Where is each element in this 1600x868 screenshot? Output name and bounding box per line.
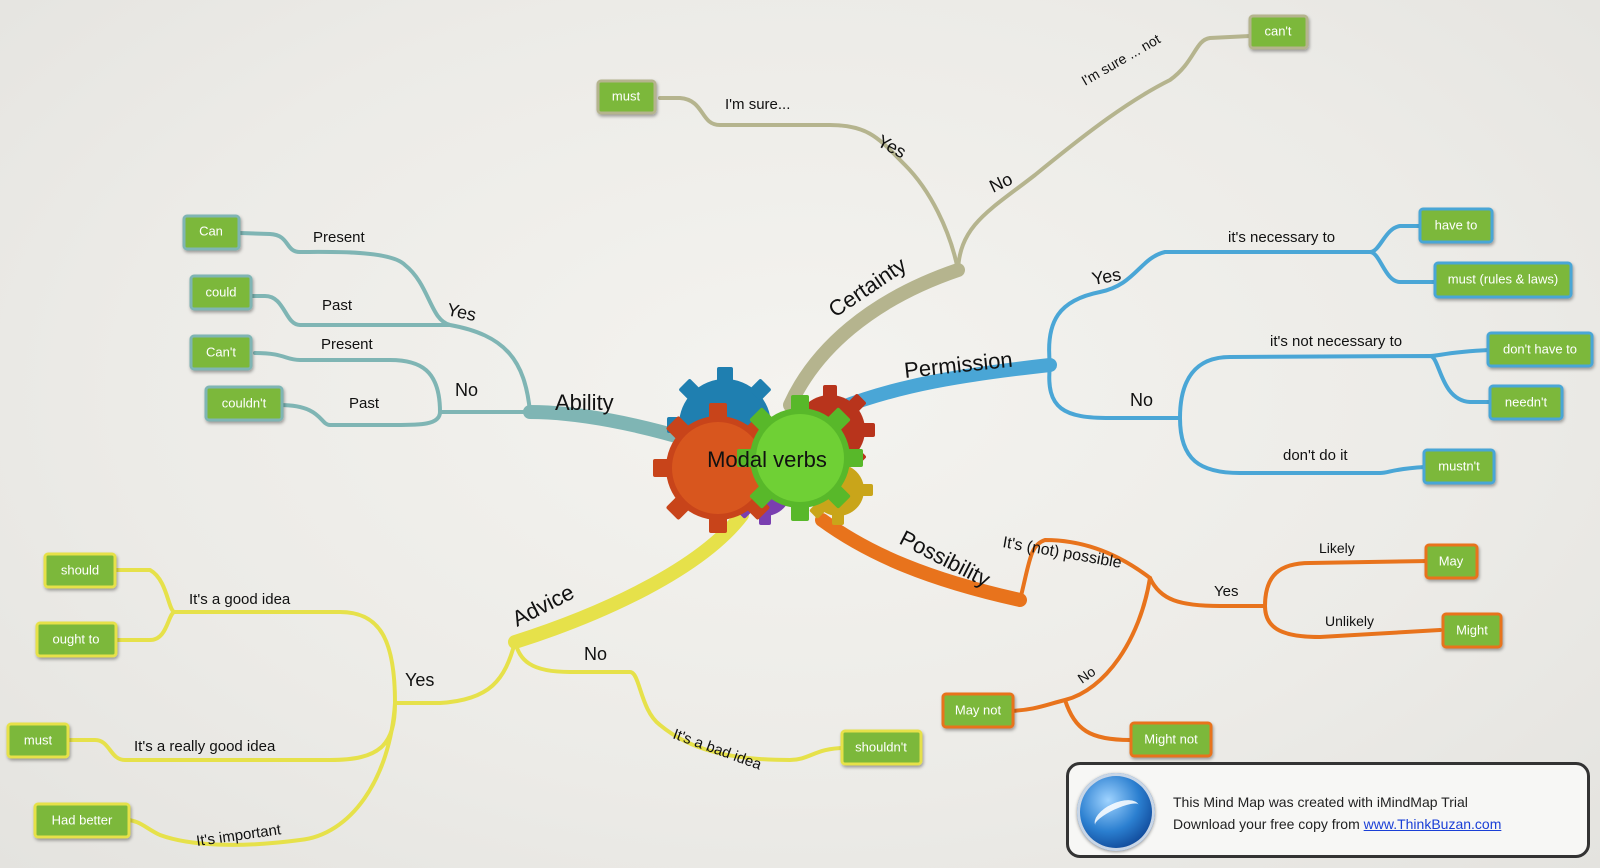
box-might-not: Might not [1129, 721, 1213, 758]
ability-present-no: Present [321, 336, 374, 353]
svg-text:Might not: Might not [1144, 731, 1198, 746]
svg-text:have to: have to [1435, 217, 1478, 232]
certainty-trunk [783, 263, 965, 412]
svg-text:could: could [205, 284, 236, 299]
ability-branch: Ability Yes No Present Past Present Past… [182, 214, 697, 447]
box-might: Might [1441, 612, 1503, 649]
advice-good-idea: It's a good idea [189, 591, 291, 608]
svg-text:Can: Can [199, 223, 223, 238]
advice-branch: Advice Yes No It's a good idea It's a re… [6, 508, 923, 850]
possibility-yes-line [1148, 559, 1442, 639]
possibility-sub-line [1018, 538, 1152, 602]
certainty-no-phrase: I'm sure ... not [1079, 31, 1164, 89]
ability-past-no: Past [349, 395, 380, 412]
permission-no-label: No [1130, 390, 1153, 410]
ability-present-yes: Present [313, 229, 366, 246]
ability-yes-line [238, 231, 532, 414]
box-must-advice: must [6, 722, 70, 759]
svg-text:should: should [61, 562, 99, 577]
ability-yes-label: Yes [445, 299, 478, 325]
svg-text:must (rules & laws): must (rules & laws) [1448, 271, 1559, 286]
banner-line-1: This Mind Map was created with iMindMap … [1173, 794, 1468, 810]
permission-no-phrase-1: it's not necessary to [1270, 333, 1402, 350]
box-ought-to: ought to [35, 621, 118, 658]
possibility-no-line [1008, 576, 1152, 742]
banner-line-2-prefix: Download your free copy from [1173, 816, 1364, 832]
permission-yes-phrase: it's necessary to [1228, 229, 1335, 246]
banner-line-2: Download your free copy from www.ThinkBu… [1173, 813, 1501, 835]
svg-text:Can't: Can't [206, 344, 236, 359]
svg-text:couldn't: couldn't [222, 395, 267, 410]
permission-no-phrase-2: don't do it [1283, 447, 1348, 464]
permission-yes-line [1047, 224, 1442, 367]
certainty-branch: Certainty Yes No I'm sure... I'm sure ..… [596, 14, 1309, 412]
svg-text:Had better: Had better [52, 812, 113, 827]
ability-no-line [253, 351, 532, 427]
box-can: Can [182, 214, 241, 251]
box-could: could [189, 274, 253, 311]
possibility-trunk [815, 513, 1027, 607]
svg-text:May not: May not [955, 702, 1002, 717]
box-neednt: needn't [1488, 384, 1564, 421]
box-dont-have-to: don't have to [1486, 331, 1594, 368]
box-mustnt: mustn't [1422, 448, 1496, 485]
box-may: May [1424, 543, 1479, 580]
box-couldnt: couldn't [204, 385, 284, 422]
advice-yes-label: Yes [405, 670, 434, 690]
advice-no-label: No [584, 644, 607, 664]
box-have-to: have to [1418, 207, 1494, 244]
box-cant-certainty: can't [1248, 14, 1309, 50]
svg-text:don't have to: don't have to [1503, 341, 1577, 356]
svg-text:May: May [1439, 553, 1464, 568]
box-shouldnt: shouldn't [840, 729, 923, 766]
advice-yes-line [63, 568, 517, 847]
certainty-yes-line [658, 96, 960, 272]
svg-text:needn't: needn't [1505, 394, 1548, 409]
svg-text:shouldn't: shouldn't [855, 739, 907, 754]
svg-text:can't: can't [1264, 23, 1291, 38]
advice-bad-idea: It's a bad idea [671, 726, 765, 774]
gear-green [737, 395, 863, 521]
svg-text:mustn't: mustn't [1438, 458, 1480, 473]
box-cant-ability: Can't [189, 334, 253, 371]
svg-text:ought to: ought to [53, 631, 100, 646]
svg-text:must: must [24, 732, 53, 747]
certainty-no-line [956, 34, 1252, 272]
ability-no-label: No [455, 380, 478, 400]
possibility-likely: Likely [1319, 540, 1355, 556]
center-gears: Modal verbs [653, 367, 875, 533]
ability-trunk [523, 405, 697, 447]
advice-trunk [508, 508, 749, 649]
box-must-rules: must (rules & laws) [1433, 261, 1573, 299]
ability-label: Ability [555, 390, 614, 415]
center-title: Modal verbs [707, 447, 827, 472]
permission-branch: Permission Yes No it's necessary to it's… [833, 207, 1594, 485]
permission-no-line [1047, 348, 1502, 475]
banner-text: This Mind Map was created with iMindMap … [1173, 791, 1501, 835]
ability-past-yes: Past [322, 297, 353, 314]
svg-text:must: must [612, 88, 641, 103]
trial-banner: This Mind Map was created with iMindMap … [1066, 762, 1590, 858]
possibility-unlikely: Unlikely [1325, 613, 1374, 629]
possibility-branch: Possibility It's (not) possible Yes No L… [815, 513, 1503, 758]
advice-no-line [513, 640, 847, 762]
box-must-certainty: must [596, 79, 657, 115]
certainty-yes-phrase: I'm sure... [725, 96, 790, 113]
certainty-yes-label: Yes [874, 131, 909, 162]
svg-text:Might: Might [1456, 622, 1488, 637]
possibility-yes-label: Yes [1214, 583, 1238, 600]
imindmap-logo-icon [1077, 773, 1155, 851]
box-had-better: Had better [33, 802, 131, 839]
box-may-not: May not [941, 692, 1015, 729]
advice-really-good-idea: It's a really good idea [134, 738, 276, 755]
thinkbuzan-link[interactable]: www.ThinkBuzan.com [1363, 816, 1502, 832]
box-should: should [43, 552, 117, 589]
